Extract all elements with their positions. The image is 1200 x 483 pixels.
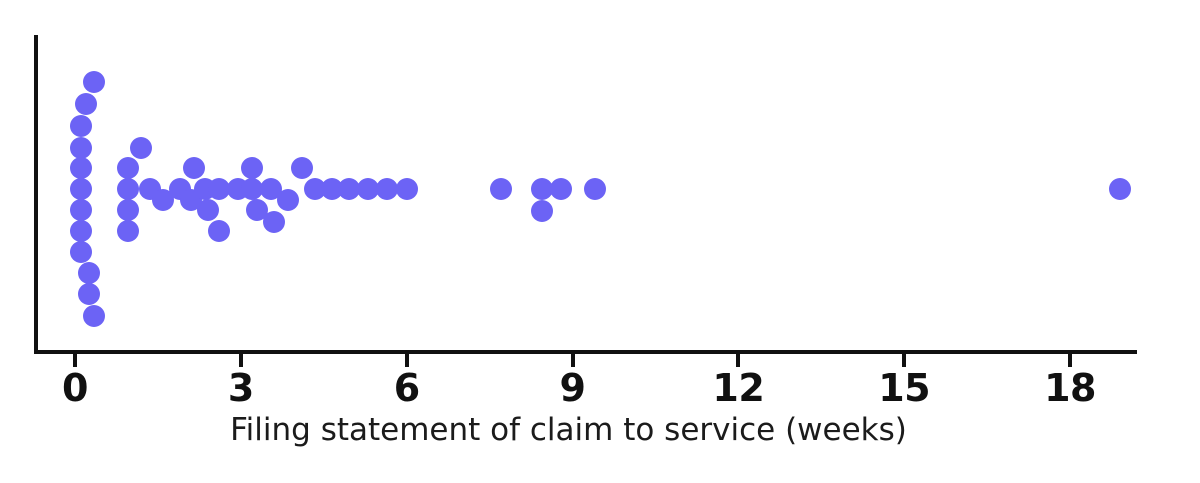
data-point xyxy=(395,178,418,200)
data-point xyxy=(130,137,153,159)
data-point xyxy=(69,220,92,242)
data-point xyxy=(77,262,100,284)
data-point xyxy=(207,220,230,242)
data-point xyxy=(240,157,263,179)
x-tick-label: 15 xyxy=(878,366,931,410)
data-point xyxy=(304,178,327,200)
data-point xyxy=(116,178,139,200)
data-point xyxy=(207,178,230,200)
data-point xyxy=(69,241,92,263)
data-point xyxy=(77,283,100,305)
x-tick-label: 12 xyxy=(712,366,765,410)
data-point xyxy=(69,115,92,137)
data-point xyxy=(69,178,92,200)
data-point xyxy=(116,157,139,179)
data-point xyxy=(246,199,269,221)
data-point xyxy=(356,178,379,200)
x-tick-label: 6 xyxy=(393,366,420,410)
x-tick-label: 9 xyxy=(559,366,586,410)
x-tick-label: 3 xyxy=(227,366,254,410)
x-tick-mark xyxy=(1068,354,1073,367)
data-point xyxy=(240,178,263,200)
data-point xyxy=(83,305,106,327)
data-point xyxy=(116,220,139,242)
data-point xyxy=(276,189,299,211)
data-point xyxy=(321,178,344,200)
y-axis-spine xyxy=(34,35,38,354)
x-tick-mark xyxy=(404,354,409,367)
data-point xyxy=(531,200,554,222)
data-point xyxy=(290,157,313,179)
data-point xyxy=(75,93,98,115)
x-axis-spine xyxy=(34,350,1137,354)
data-point xyxy=(182,157,205,179)
data-point xyxy=(583,178,606,200)
data-point xyxy=(337,178,360,200)
data-point xyxy=(531,178,554,200)
data-point xyxy=(550,178,573,200)
data-point xyxy=(116,199,139,221)
data-point xyxy=(69,157,92,179)
x-tick-mark xyxy=(736,354,741,367)
x-tick-mark xyxy=(902,354,907,367)
data-point xyxy=(152,189,175,211)
data-point xyxy=(260,178,283,200)
x-axis-label: Filing statement of claim to service (we… xyxy=(230,412,907,448)
data-point xyxy=(83,71,106,93)
x-tick-mark xyxy=(570,354,575,367)
x-tick-mark xyxy=(73,354,77,367)
data-point xyxy=(263,211,285,233)
x-tick-mark xyxy=(238,354,243,367)
data-point xyxy=(196,199,219,221)
data-point xyxy=(69,137,92,159)
data-point xyxy=(376,178,399,200)
data-point xyxy=(1108,178,1131,200)
data-point xyxy=(69,199,92,221)
data-point xyxy=(489,178,512,200)
x-tick-label: 18 xyxy=(1044,366,1096,410)
x-tick-label: 0 xyxy=(62,366,88,410)
